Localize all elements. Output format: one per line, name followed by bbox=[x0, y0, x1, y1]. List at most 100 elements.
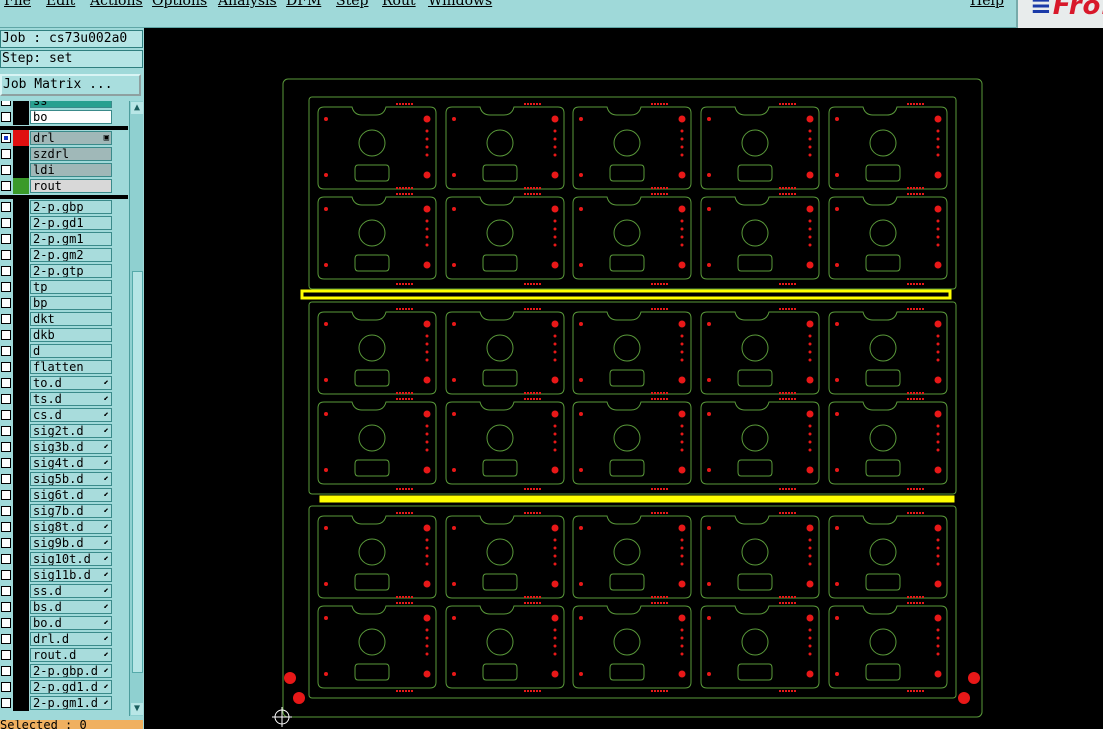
layer-name[interactable]: sig3b.d⬋ bbox=[30, 440, 112, 454]
layer-color-swatch[interactable] bbox=[13, 130, 29, 146]
layer-name[interactable]: dkt bbox=[30, 312, 112, 326]
layer-name[interactable]: sig7b.d⬋ bbox=[30, 504, 112, 518]
layer-checkbox[interactable] bbox=[1, 474, 11, 484]
layer-name[interactable]: 2-p.gbp.d⬋ bbox=[30, 664, 112, 678]
layer-checkbox[interactable] bbox=[1, 330, 11, 340]
layer-color-swatch[interactable] bbox=[13, 263, 29, 279]
layer-color-swatch[interactable] bbox=[13, 178, 29, 194]
menu-windows[interactable]: Windows bbox=[428, 0, 493, 9]
layer-name[interactable]: 2-p.gm2 bbox=[30, 248, 112, 262]
layer-row[interactable]: ts.d⬋ bbox=[0, 391, 128, 407]
layer-checkbox[interactable] bbox=[1, 698, 11, 708]
layer-color-swatch[interactable] bbox=[13, 199, 29, 215]
layer-row[interactable]: cs.d⬋ bbox=[0, 407, 128, 423]
layer-name[interactable]: sig2t.d⬋ bbox=[30, 424, 112, 438]
layer-color-swatch[interactable] bbox=[13, 311, 29, 327]
layer-checkbox[interactable] bbox=[1, 586, 11, 596]
layer-color-swatch[interactable] bbox=[13, 215, 29, 231]
menu-actions[interactable]: Actions bbox=[90, 0, 143, 9]
menu-step[interactable]: Step bbox=[336, 0, 369, 9]
layer-checkbox[interactable] bbox=[1, 442, 11, 452]
layer-color-swatch[interactable] bbox=[13, 295, 29, 311]
layer-checkbox[interactable] bbox=[1, 101, 11, 106]
layer-row[interactable]: drl.d⬋ bbox=[0, 631, 128, 647]
layer-name[interactable]: tp bbox=[30, 280, 112, 294]
layer-name[interactable]: sig6t.d⬋ bbox=[30, 488, 112, 502]
layer-name[interactable]: ts.d⬋ bbox=[30, 392, 112, 406]
layer-checkbox[interactable] bbox=[1, 538, 11, 548]
layer-row[interactable]: sig5b.d⬋ bbox=[0, 471, 128, 487]
layer-name[interactable]: to.d⬋ bbox=[30, 376, 112, 390]
layer-color-swatch[interactable] bbox=[13, 631, 29, 647]
layer-color-swatch[interactable] bbox=[13, 583, 29, 599]
layer-name[interactable]: bs.d⬋ bbox=[30, 600, 112, 614]
layer-row[interactable]: sig6t.d⬋ bbox=[0, 487, 128, 503]
layer-row[interactable]: rout bbox=[0, 178, 128, 194]
layer-name[interactable]: bo bbox=[30, 110, 112, 124]
layer-name[interactable]: ldi bbox=[30, 163, 112, 177]
layer-name[interactable]: d bbox=[30, 344, 112, 358]
layer-row[interactable]: bo.d⬋ bbox=[0, 615, 128, 631]
layer-name[interactable]: ss.d⬋ bbox=[30, 584, 112, 598]
menu-help[interactable]: Help bbox=[970, 0, 1004, 9]
layer-checkbox[interactable] bbox=[1, 650, 11, 660]
layer-color-swatch[interactable] bbox=[13, 439, 29, 455]
menu-file[interactable]: File bbox=[4, 0, 31, 9]
scroll-down-icon[interactable]: ▼ bbox=[131, 703, 143, 715]
layer-row[interactable]: 2-p.gbp bbox=[0, 199, 128, 215]
menu-options[interactable]: Options bbox=[152, 0, 208, 9]
layer-name[interactable]: sig11b.d⬋ bbox=[30, 568, 112, 582]
layer-checkbox[interactable] bbox=[1, 666, 11, 676]
menu-dfm[interactable]: DFM bbox=[286, 0, 322, 9]
layer-checkbox[interactable] bbox=[1, 234, 11, 244]
menu-rout[interactable]: Rout bbox=[382, 0, 416, 9]
layer-color-swatch[interactable] bbox=[13, 551, 29, 567]
graphic-canvas[interactable] bbox=[144, 28, 1103, 729]
layer-color-swatch[interactable] bbox=[13, 162, 29, 178]
layer-name[interactable]: dkb bbox=[30, 328, 112, 342]
layer-row[interactable]: dkb bbox=[0, 327, 128, 343]
layer-checkbox[interactable] bbox=[1, 506, 11, 516]
layer-row[interactable]: to.d⬋ bbox=[0, 375, 128, 391]
menu-analysis[interactable]: Analysis bbox=[218, 0, 277, 9]
layer-color-swatch[interactable] bbox=[13, 146, 29, 162]
layer-checkbox[interactable] bbox=[1, 181, 11, 191]
layer-row[interactable]: sig4t.d⬋ bbox=[0, 455, 128, 471]
layer-color-swatch[interactable] bbox=[13, 423, 29, 439]
layer-name[interactable]: 2-p.gm1.d⬋ bbox=[30, 696, 112, 710]
layer-name[interactable]: rout.d⬋ bbox=[30, 648, 112, 662]
layer-name[interactable]: 2-p.gtp bbox=[30, 264, 112, 278]
layer-row[interactable]: drl▣ bbox=[0, 130, 128, 146]
layer-checkbox[interactable] bbox=[1, 298, 11, 308]
layer-checkbox[interactable] bbox=[1, 165, 11, 175]
layer-checkbox[interactable] bbox=[1, 602, 11, 612]
layer-color-swatch[interactable] bbox=[13, 455, 29, 471]
menu-edit[interactable]: Edit bbox=[46, 0, 76, 9]
layer-name[interactable]: sig4t.d⬋ bbox=[30, 456, 112, 470]
layer-color-swatch[interactable] bbox=[13, 279, 29, 295]
layer-color-swatch[interactable] bbox=[13, 247, 29, 263]
layer-checkbox[interactable] bbox=[1, 682, 11, 692]
layer-row[interactable]: sig3b.d⬋ bbox=[0, 439, 128, 455]
layer-checkbox[interactable] bbox=[1, 570, 11, 580]
layer-row[interactable]: ss.d⬋ bbox=[0, 583, 128, 599]
layer-color-swatch[interactable] bbox=[13, 471, 29, 487]
layer-color-swatch[interactable] bbox=[13, 503, 29, 519]
layer-checkbox[interactable] bbox=[1, 490, 11, 500]
layer-row[interactable]: flatten bbox=[0, 359, 128, 375]
layer-checkbox[interactable] bbox=[1, 133, 11, 143]
layer-name[interactable]: 2-p.gd1.d⬋ bbox=[30, 680, 112, 694]
layer-name[interactable]: ss bbox=[30, 101, 112, 108]
layer-checkbox[interactable] bbox=[1, 362, 11, 372]
layer-color-swatch[interactable] bbox=[13, 679, 29, 695]
layer-name[interactable]: cs.d⬋ bbox=[30, 408, 112, 422]
layer-color-swatch[interactable] bbox=[13, 535, 29, 551]
layer-color-swatch[interactable] bbox=[13, 109, 29, 125]
layer-checkbox[interactable] bbox=[1, 218, 11, 228]
layer-row[interactable]: bo bbox=[0, 109, 128, 125]
layer-row[interactable]: bs.d⬋ bbox=[0, 599, 128, 615]
layer-row[interactable]: d bbox=[0, 343, 128, 359]
layer-checkbox[interactable] bbox=[1, 554, 11, 564]
layer-row[interactable]: 2-p.gm1.d⬋ bbox=[0, 695, 128, 711]
layer-name[interactable]: sig9b.d⬋ bbox=[30, 536, 112, 550]
